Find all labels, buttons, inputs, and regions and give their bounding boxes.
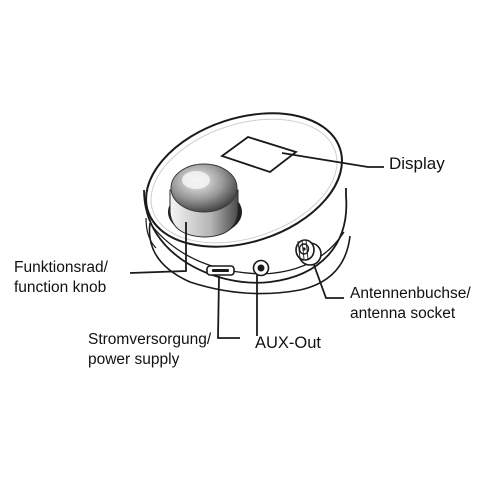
leader-power-supply bbox=[217, 275, 240, 339]
label-antenna-socket-line1: Antennenbuchse/ bbox=[350, 285, 471, 302]
label-aux-out-text: AUX-Out bbox=[255, 334, 322, 352]
display-screen bbox=[220, 136, 298, 174]
power-port bbox=[206, 265, 235, 276]
label-function-knob-line1: Funktionsrad/ bbox=[14, 259, 108, 276]
label-power-supply-line1: Stromversorgung/ bbox=[88, 331, 212, 348]
antenna-connector bbox=[295, 239, 322, 266]
aux-jack bbox=[252, 259, 270, 277]
leader-antenna-socket bbox=[313, 264, 344, 299]
leader-function-knob bbox=[129, 222, 187, 274]
label-power-supply-line2: power supply bbox=[88, 351, 180, 368]
function-knob bbox=[168, 163, 242, 238]
leader-lines bbox=[129, 152, 384, 339]
label-power-supply: Stromversorgung/ power supply bbox=[88, 330, 211, 370]
label-antenna-socket: Antennenbuchse/ antenna socket bbox=[350, 284, 471, 324]
label-display: Display bbox=[389, 154, 445, 174]
label-function-knob-line2: function knob bbox=[14, 279, 107, 296]
label-aux-out: AUX-Out bbox=[255, 333, 321, 353]
leader-display bbox=[281, 152, 384, 168]
label-display-text: Display bbox=[389, 154, 445, 173]
label-function-knob: Funktionsrad/ function knob bbox=[14, 258, 108, 298]
label-antenna-socket-line2: antenna socket bbox=[350, 305, 456, 322]
